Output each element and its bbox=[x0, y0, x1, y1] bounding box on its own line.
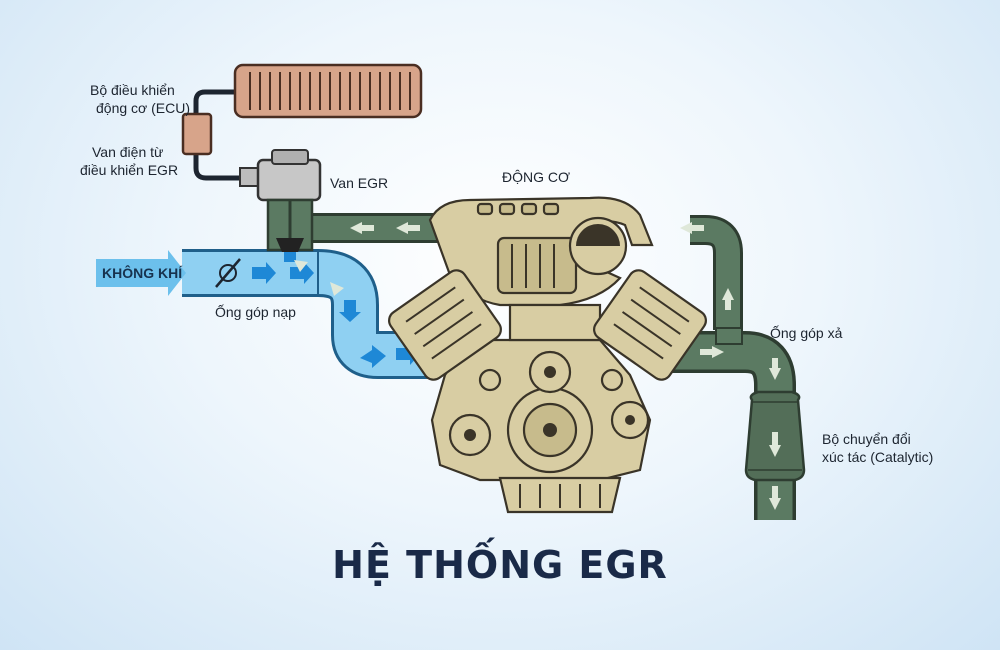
engine-label: ĐỘNG CƠ bbox=[502, 169, 570, 185]
solenoid-label-line1: Van điện từ bbox=[92, 144, 163, 160]
air-inlet-arrow: KHÔNG KHÍ bbox=[96, 250, 186, 296]
exhaust-pipe bbox=[672, 327, 796, 520]
solenoid-label-line2: điều khiển EGR bbox=[80, 162, 178, 178]
engine-block bbox=[388, 196, 707, 514]
catalytic-label-line1: Bộ chuyển đổi bbox=[822, 431, 911, 447]
ecu-radiator bbox=[233, 63, 423, 119]
catalytic-label-line2: xúc tác (Catalytic) bbox=[822, 449, 933, 465]
egr-valve-label: Van EGR bbox=[330, 175, 388, 191]
intake-manifold-label: Ống góp nạp bbox=[215, 303, 296, 320]
air-label: KHÔNG KHÍ bbox=[102, 264, 183, 281]
exhaust-manifold-label: Ống góp xả bbox=[770, 324, 843, 341]
diagram-title: HỆ THỐNG EGR bbox=[332, 538, 668, 587]
flow-arrow-icon bbox=[252, 262, 420, 368]
egr-valve bbox=[266, 198, 314, 262]
throttle-valve-icon bbox=[215, 258, 241, 288]
egr-solenoid bbox=[239, 149, 322, 202]
egr-flow-arrows bbox=[294, 222, 781, 510]
ecu-label-line1: Bộ điều khiển bbox=[90, 82, 175, 98]
ecu-wiring bbox=[193, 89, 244, 181]
ecu-box bbox=[181, 112, 213, 156]
ecu-label-line2: động cơ (ECU) bbox=[96, 100, 190, 116]
